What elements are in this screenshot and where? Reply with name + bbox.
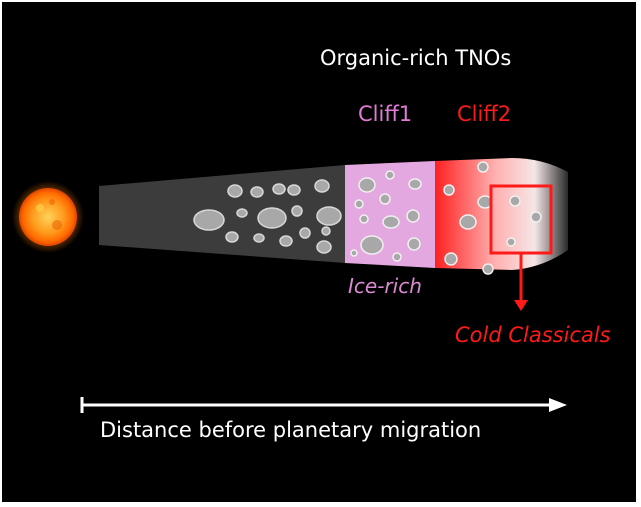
particles-grey-region xyxy=(193,179,342,254)
axis-label: Distance before planetary migration xyxy=(100,418,482,442)
diagram-graphic xyxy=(12,158,568,413)
particles-ice-rich-region xyxy=(350,170,422,262)
title-label: Organic-rich TNOs xyxy=(320,46,512,70)
cold-classicals-label: Cold Classicals xyxy=(455,323,611,347)
right-arrow-icon xyxy=(80,397,567,413)
sun-icon xyxy=(12,181,84,253)
cold-classicals-marker xyxy=(489,184,553,311)
cliff1-label: Cliff1 xyxy=(358,102,413,126)
ice-rich-label: Ice-rich xyxy=(348,274,422,298)
diagram-canvas: Organic-rich TNOs Cliff1 Cliff2 Ice-rich… xyxy=(2,2,636,502)
cliff2-label: Cliff2 xyxy=(457,102,512,126)
particles-cliff2-region xyxy=(443,161,542,275)
